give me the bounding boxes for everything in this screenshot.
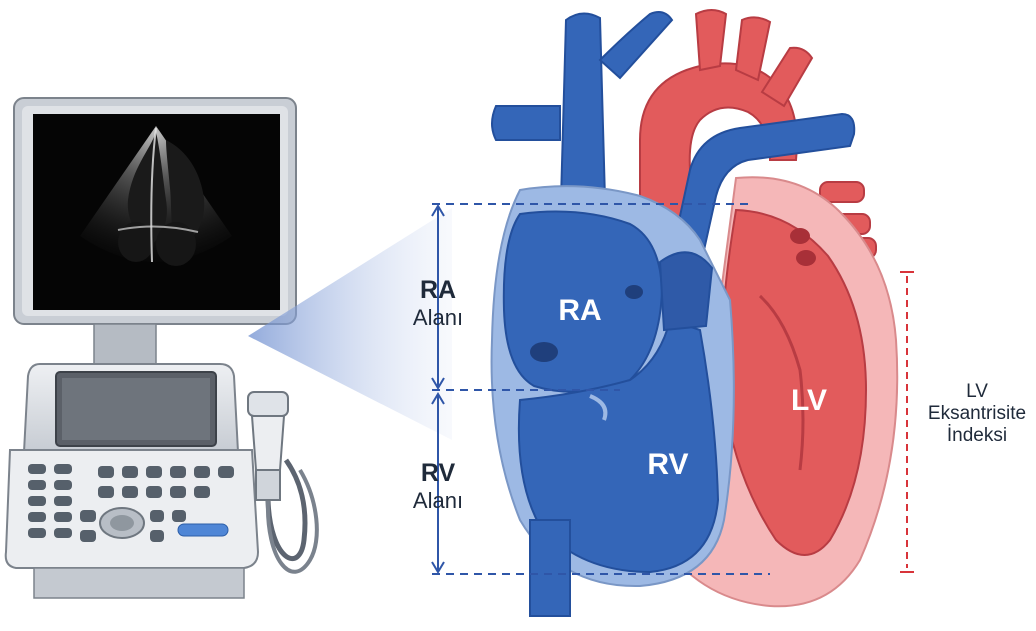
lv-eccentricity-label: LV Eksantrisite İndeksi bbox=[917, 381, 1036, 447]
rv-area-label-main: RV bbox=[378, 459, 498, 488]
lv-eccentricity-label-line3: İndeksi bbox=[917, 425, 1036, 447]
rv-area-label: RV Alanı bbox=[378, 459, 498, 513]
ultrasound-machine-icon bbox=[6, 98, 317, 598]
blue-key bbox=[178, 524, 228, 536]
ra-area-label-sub: Alanı bbox=[413, 305, 463, 330]
ra-chamber-label: RA bbox=[548, 294, 612, 329]
machine-base bbox=[34, 568, 244, 598]
lv-eccentricity-measurement bbox=[900, 272, 914, 572]
monitor-neck bbox=[94, 324, 156, 364]
rv-chamber-label: RV bbox=[636, 448, 700, 483]
lv-eccentricity-label-line1: LV bbox=[917, 381, 1036, 403]
rv-area-label-sub: Alanı bbox=[413, 488, 463, 513]
lv-chamber-label: LV bbox=[777, 384, 841, 419]
ra-area-label-main: RA bbox=[378, 276, 498, 305]
lv-eccentricity-label-line2: Eksantrisite bbox=[917, 403, 1036, 425]
inferior-vena-cava bbox=[530, 520, 570, 616]
ra-area-label: RA Alanı bbox=[378, 276, 498, 330]
